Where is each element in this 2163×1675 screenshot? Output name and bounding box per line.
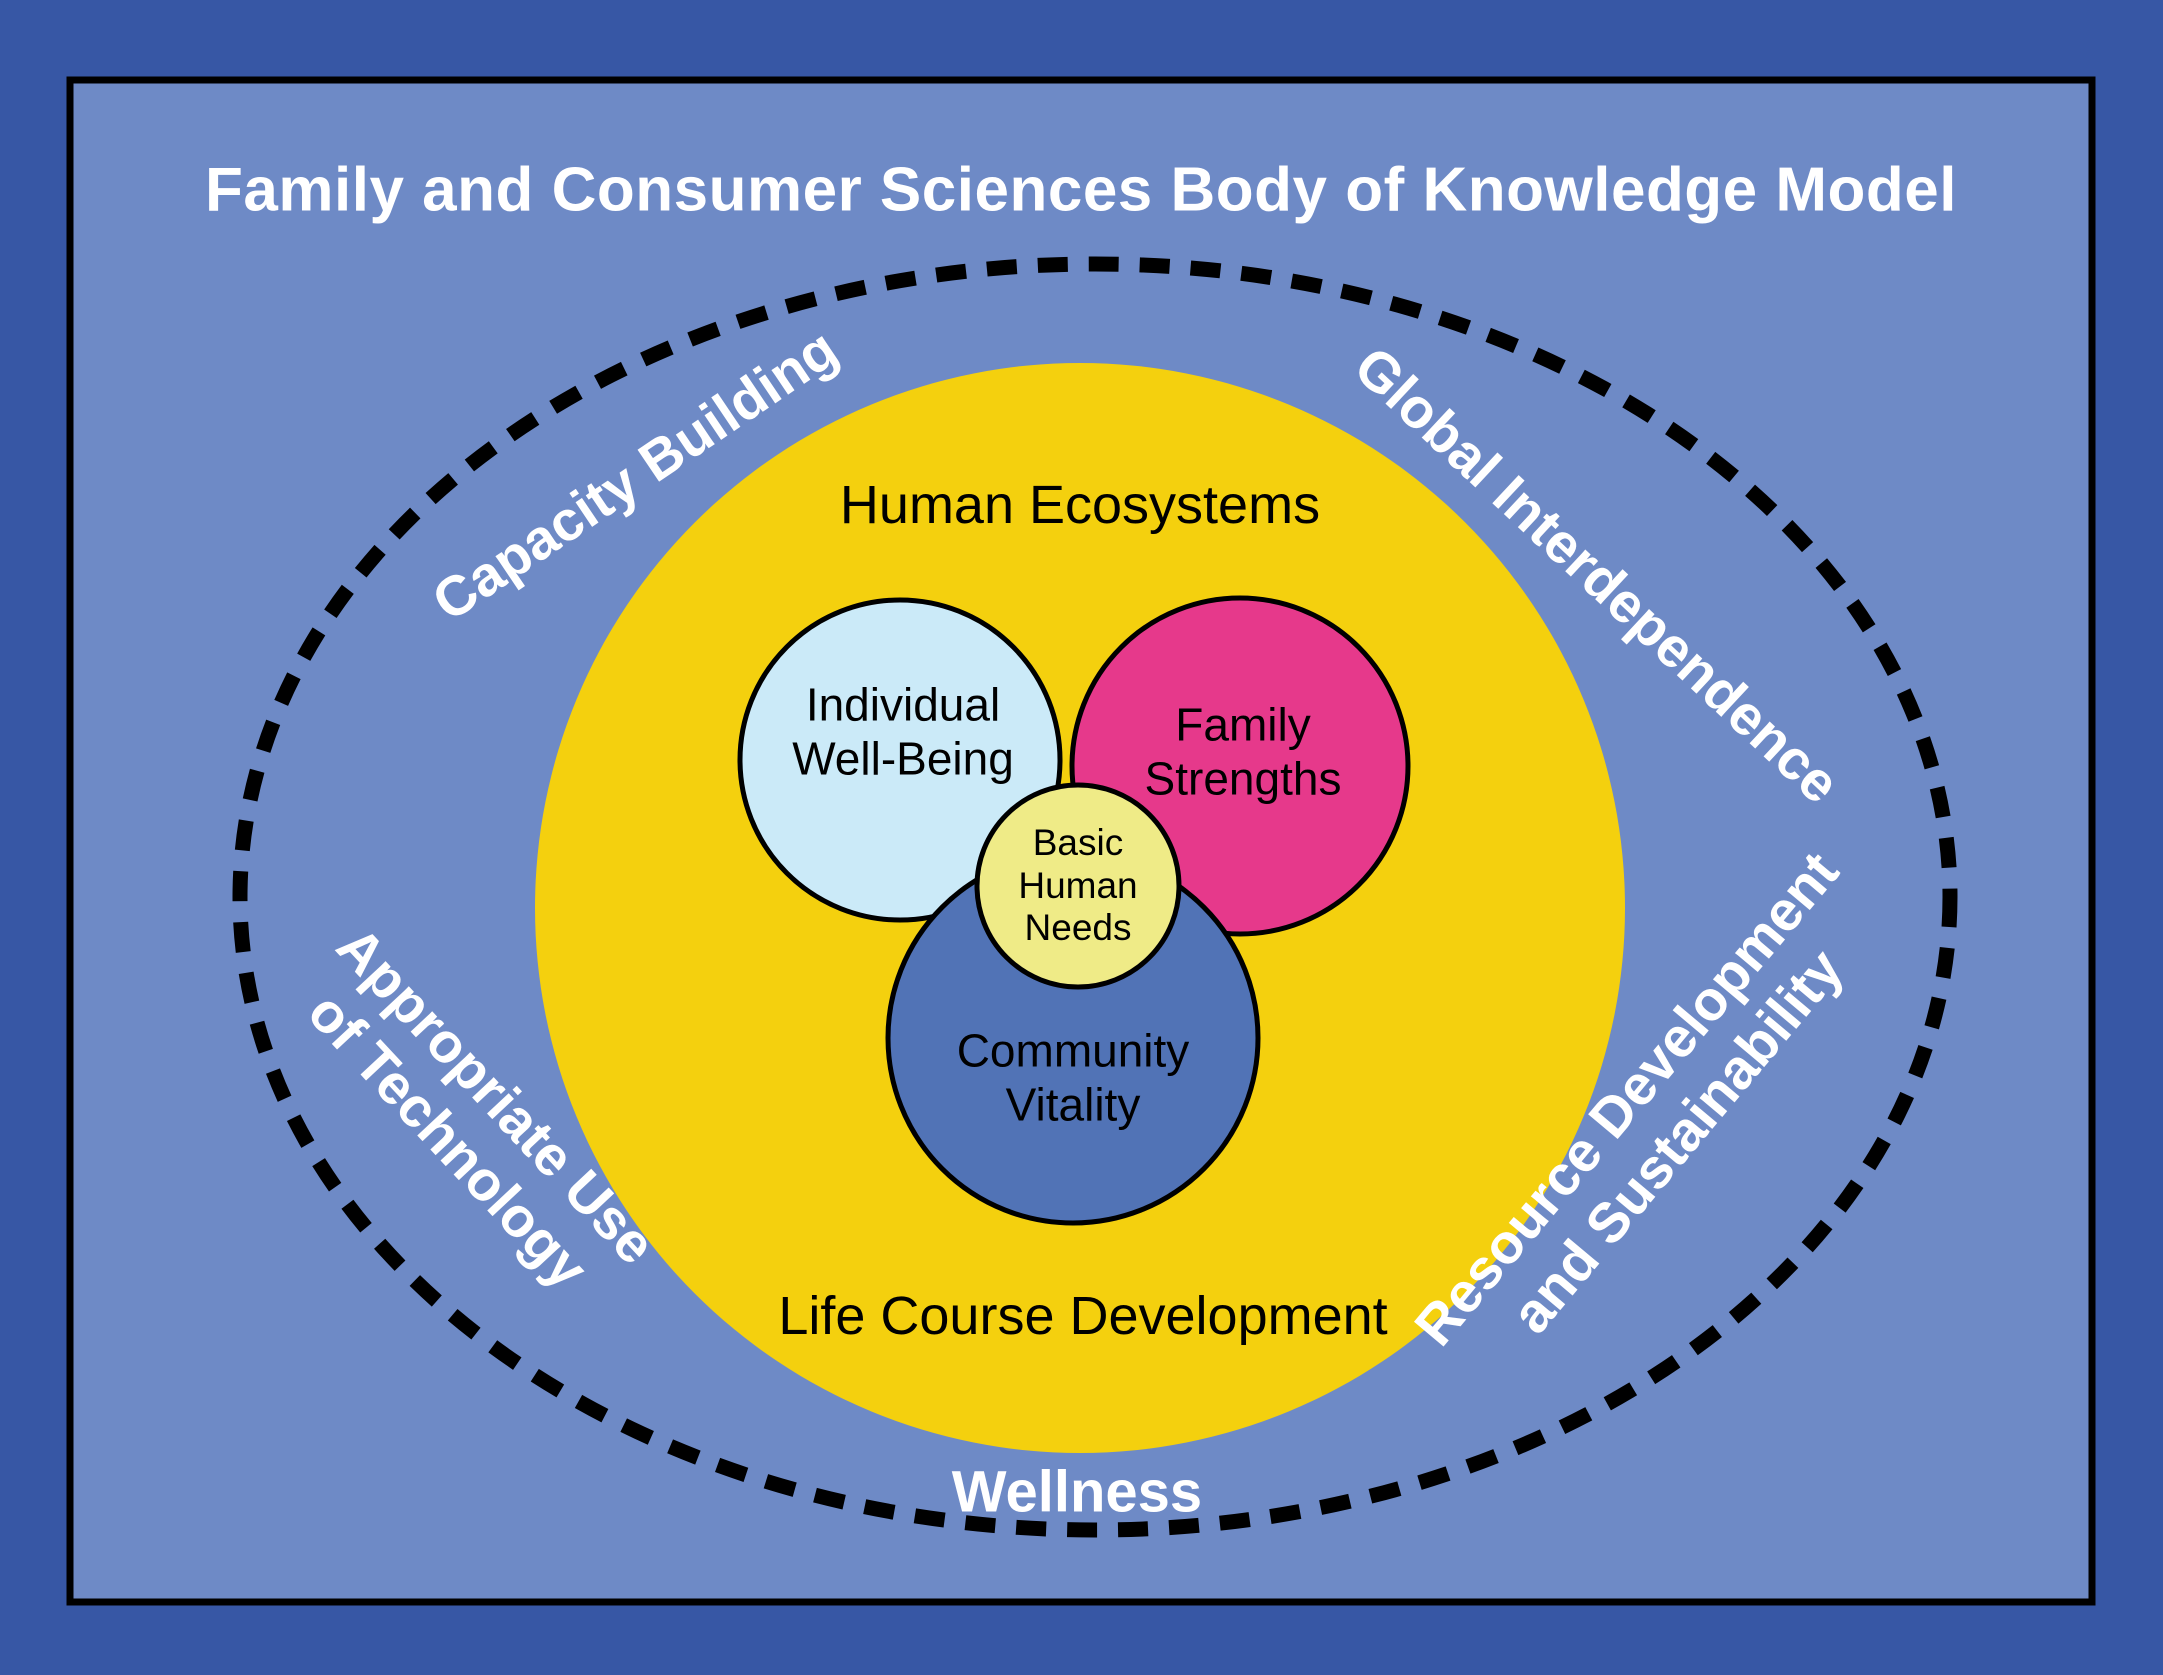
ring-label-wellness: Wellness xyxy=(951,1459,1203,1525)
family-strengths-label: Family Strengths xyxy=(1145,698,1342,807)
needs-label-line3: Needs xyxy=(1024,907,1132,949)
community-vitality-label: Community Vitality xyxy=(957,1024,1190,1133)
basic-human-needs-label: Basic Human Needs xyxy=(1018,822,1137,950)
needs-label-line2: Human xyxy=(1018,864,1138,906)
dashed-boundary-ellipse xyxy=(232,256,1958,1538)
page-title: Family and Consumer Sciences Body of Kno… xyxy=(205,155,1957,225)
human-ecosystems-label: Human Ecosystems xyxy=(839,475,1321,535)
individual-well-being-circle xyxy=(737,597,1063,923)
individual-well-being-label: Individual Well-Being xyxy=(792,678,1014,787)
basic-human-needs-circle xyxy=(974,782,1182,990)
needs-label-line1: Basic xyxy=(1032,822,1124,864)
individual-label-line1: Individual xyxy=(805,678,1001,731)
life-course-development-label: Life Course Development xyxy=(778,1286,1388,1346)
individual-label-line2: Well-Being xyxy=(792,733,1014,785)
community-label-line2: Vitality xyxy=(1005,1079,1141,1131)
family-label-line1: Family xyxy=(1175,698,1311,751)
community-label-line1: Community xyxy=(956,1024,1190,1077)
family-label-line2: Strengths xyxy=(1144,753,1342,805)
